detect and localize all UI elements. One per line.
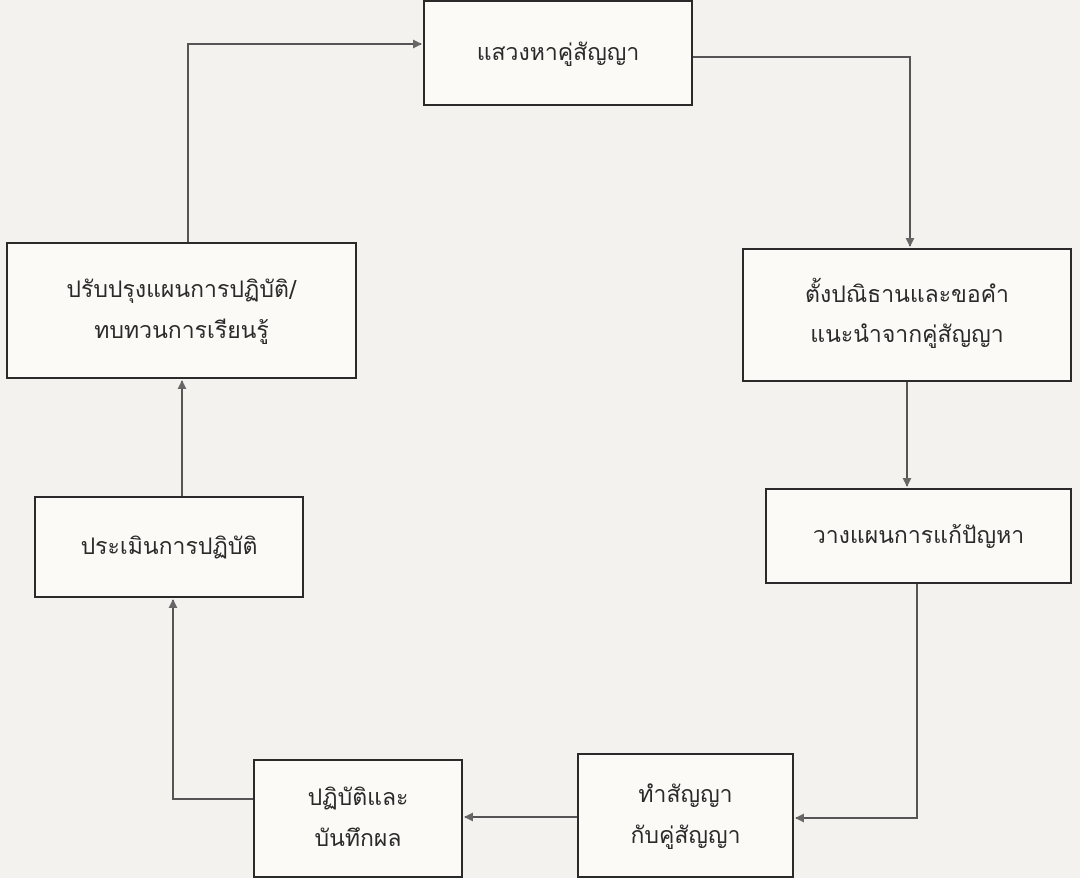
node-improve-plan-review: ปรับปรุงแผนการปฏิบัติ/ ทบทวนการเรียนรู้	[6, 242, 357, 379]
edge-n5-n6	[168, 599, 253, 800]
edge-n7-n1	[187, 39, 422, 242]
node-label-line: ประเมินการปฏิบัติ	[80, 533, 258, 560]
node-set-goal-ask-advice: ตั้งปณิธานและขอคำ แนะนำจากคู่สัญญา	[742, 248, 1072, 382]
node-label-line: ทบทวนการเรียนรู้	[94, 317, 269, 344]
node-label-line: วางแผนการแก้ปัญหา	[812, 522, 1025, 549]
edge-n1-n2	[693, 56, 915, 247]
node-seek-partner: แสวงหาคู่สัญญา	[423, 0, 693, 106]
node-evaluate-practice: ประเมินการปฏิบัติ	[34, 496, 304, 598]
node-label-line: ปรับปรุงแผนการปฏิบัติ/	[66, 277, 297, 304]
edge-n3-n4	[795, 584, 918, 823]
node-label-line: กับคู่สัญญา	[630, 822, 741, 849]
node-label-line: ตั้งปณิธานและขอคำ	[805, 281, 1009, 308]
node-label-line: บันทึกผล	[314, 825, 402, 852]
node-label-line: แนะนำจากคู่สัญญา	[810, 322, 1004, 348]
node-make-contract: ทำสัญญา กับคู่สัญญา	[577, 753, 794, 878]
node-plan-solution: วางแผนการแก้ปัญหา	[765, 488, 1072, 584]
node-practice-record: ปฏิบัติและ บันทึกผล	[253, 759, 463, 878]
node-label-line: ปฏิบัติและ	[307, 785, 409, 812]
node-label-line: ทำสัญญา	[638, 782, 733, 809]
node-label-line: แสวงหาคู่สัญญา	[476, 39, 640, 66]
